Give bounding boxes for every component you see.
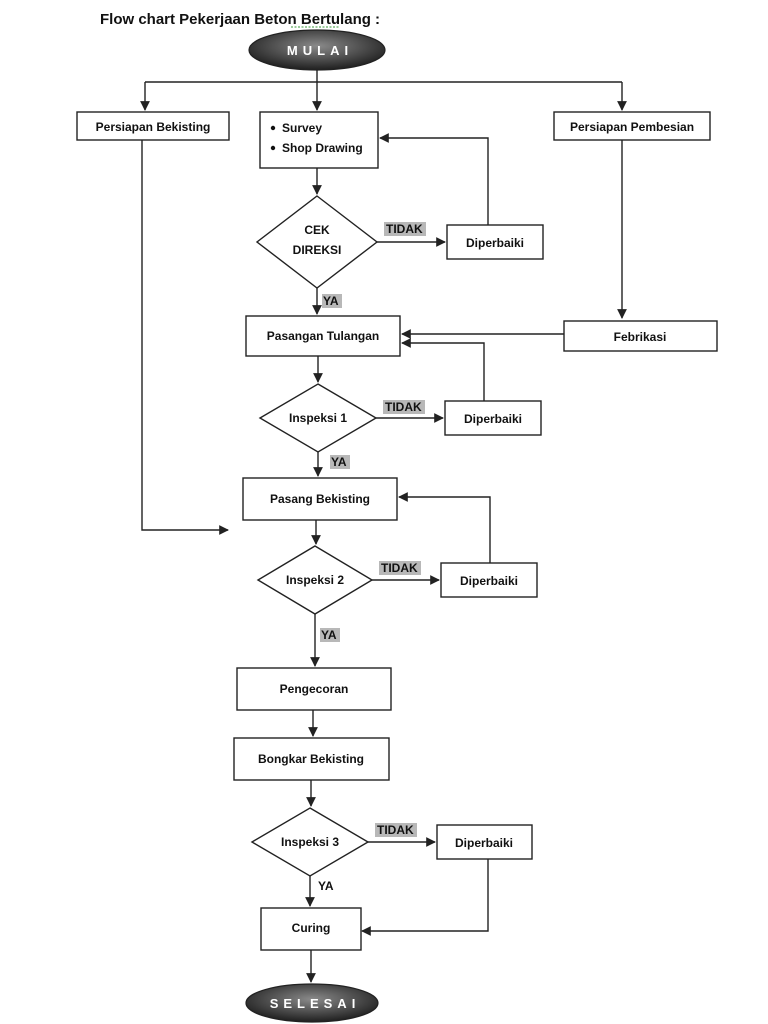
edge-tidak-4: TIDAK bbox=[377, 823, 414, 837]
edge-ya-2: YA bbox=[331, 455, 347, 469]
inspeksi-1-label: Inspeksi 1 bbox=[289, 411, 347, 425]
ya-chip bbox=[322, 294, 342, 308]
box-pasangan-tulangan: Pasangan Tulangan bbox=[245, 315, 401, 357]
edge-tidak-2: TIDAK bbox=[385, 400, 422, 414]
box-diperbaiki-2: Diperbaiki bbox=[444, 400, 542, 436]
edge-ya-1: YA bbox=[323, 294, 339, 308]
ya-chip bbox=[320, 628, 340, 642]
box-persiapan-pembesian: Persiapan Pembesian bbox=[553, 111, 711, 141]
box-diperbaiki-1: Diperbaiki bbox=[446, 224, 544, 260]
bongkar-bekisting-label: Bongkar Bekisting bbox=[258, 752, 364, 766]
curing-label: Curing bbox=[292, 921, 331, 935]
box-bongkar-bekisting: Bongkar Bekisting bbox=[233, 737, 390, 781]
box-diperbaiki-4: Diperbaiki bbox=[436, 824, 533, 860]
survey-label: Survey bbox=[282, 121, 322, 135]
box-febrikasi: Febrikasi bbox=[563, 320, 718, 352]
diperbaiki-label: Diperbaiki bbox=[464, 412, 522, 426]
start-terminator: MULAI bbox=[248, 29, 386, 71]
diperbaiki-label: Diperbaiki bbox=[455, 836, 513, 850]
pengecoran-label: Pengecoran bbox=[280, 682, 349, 696]
edge-tidak-1: TIDAK bbox=[386, 222, 423, 236]
edge-tidak-3: TIDAK bbox=[381, 561, 418, 575]
arrow-persiapan-to-pasang-bekisting bbox=[141, 140, 229, 535]
arrow-diperbaiki-4-to-curing bbox=[361, 859, 489, 936]
bullet-icon bbox=[270, 125, 276, 131]
box-pasang-bekisting: Pasang Bekisting bbox=[242, 477, 398, 521]
box-pengecoran: Pengecoran bbox=[236, 667, 392, 711]
decision-inspeksi-2: Inspeksi 2 bbox=[256, 545, 374, 615]
tidak-chip bbox=[384, 222, 426, 236]
diperbaiki-label: Diperbaiki bbox=[460, 574, 518, 588]
direksi-label: DIREKSI bbox=[293, 243, 342, 257]
cek-label: CEK bbox=[304, 223, 330, 237]
edge-ya-4: YA bbox=[318, 879, 334, 893]
tidak-chip bbox=[383, 400, 425, 414]
arrow-diperbaiki-1-loop bbox=[379, 133, 489, 225]
edge-ya-3: YA bbox=[321, 628, 337, 642]
end-label: SELESAI bbox=[270, 996, 361, 1011]
box-diperbaiki-3: Diperbaiki bbox=[440, 562, 538, 598]
inspeksi-2-label: Inspeksi 2 bbox=[286, 573, 344, 587]
inspeksi-3-label: Inspeksi 3 bbox=[281, 835, 339, 849]
pasang-bekisting-label: Pasang Bekisting bbox=[270, 492, 370, 506]
box-curing: Curing bbox=[260, 907, 362, 951]
arrow-diperbaiki-2-loop bbox=[401, 338, 485, 401]
ya-chip bbox=[330, 455, 350, 469]
pasangan-tulangan-label: Pasangan Tulangan bbox=[267, 329, 379, 343]
arrow-diperbaiki-3-loop bbox=[398, 492, 491, 563]
shop-drawing-label: Shop Drawing bbox=[282, 141, 363, 155]
tidak-chip bbox=[375, 823, 417, 837]
diagram-title: Flow chart Pekerjaan Beton Bertulang : bbox=[100, 11, 380, 28]
bullet-icon bbox=[270, 145, 276, 151]
tidak-chip bbox=[379, 561, 421, 575]
decision-cek-direksi: CEK DIREKSI bbox=[255, 195, 379, 289]
box-survey-shop-drawing: Survey Shop Drawing bbox=[259, 111, 379, 169]
febrikasi-label: Febrikasi bbox=[614, 330, 667, 344]
persiapan-pembesian-label: Persiapan Pembesian bbox=[570, 120, 694, 134]
persiapan-bekisting-label: Persiapan Bekisting bbox=[96, 120, 211, 134]
end-terminator: SELESAI bbox=[245, 983, 379, 1023]
decision-inspeksi-3: Inspeksi 3 bbox=[250, 807, 370, 877]
diperbaiki-label: Diperbaiki bbox=[466, 236, 524, 250]
box-persiapan-bekisting: Persiapan Bekisting bbox=[76, 111, 230, 141]
decision-inspeksi-1: Inspeksi 1 bbox=[258, 383, 378, 453]
start-label: MULAI bbox=[287, 43, 353, 58]
